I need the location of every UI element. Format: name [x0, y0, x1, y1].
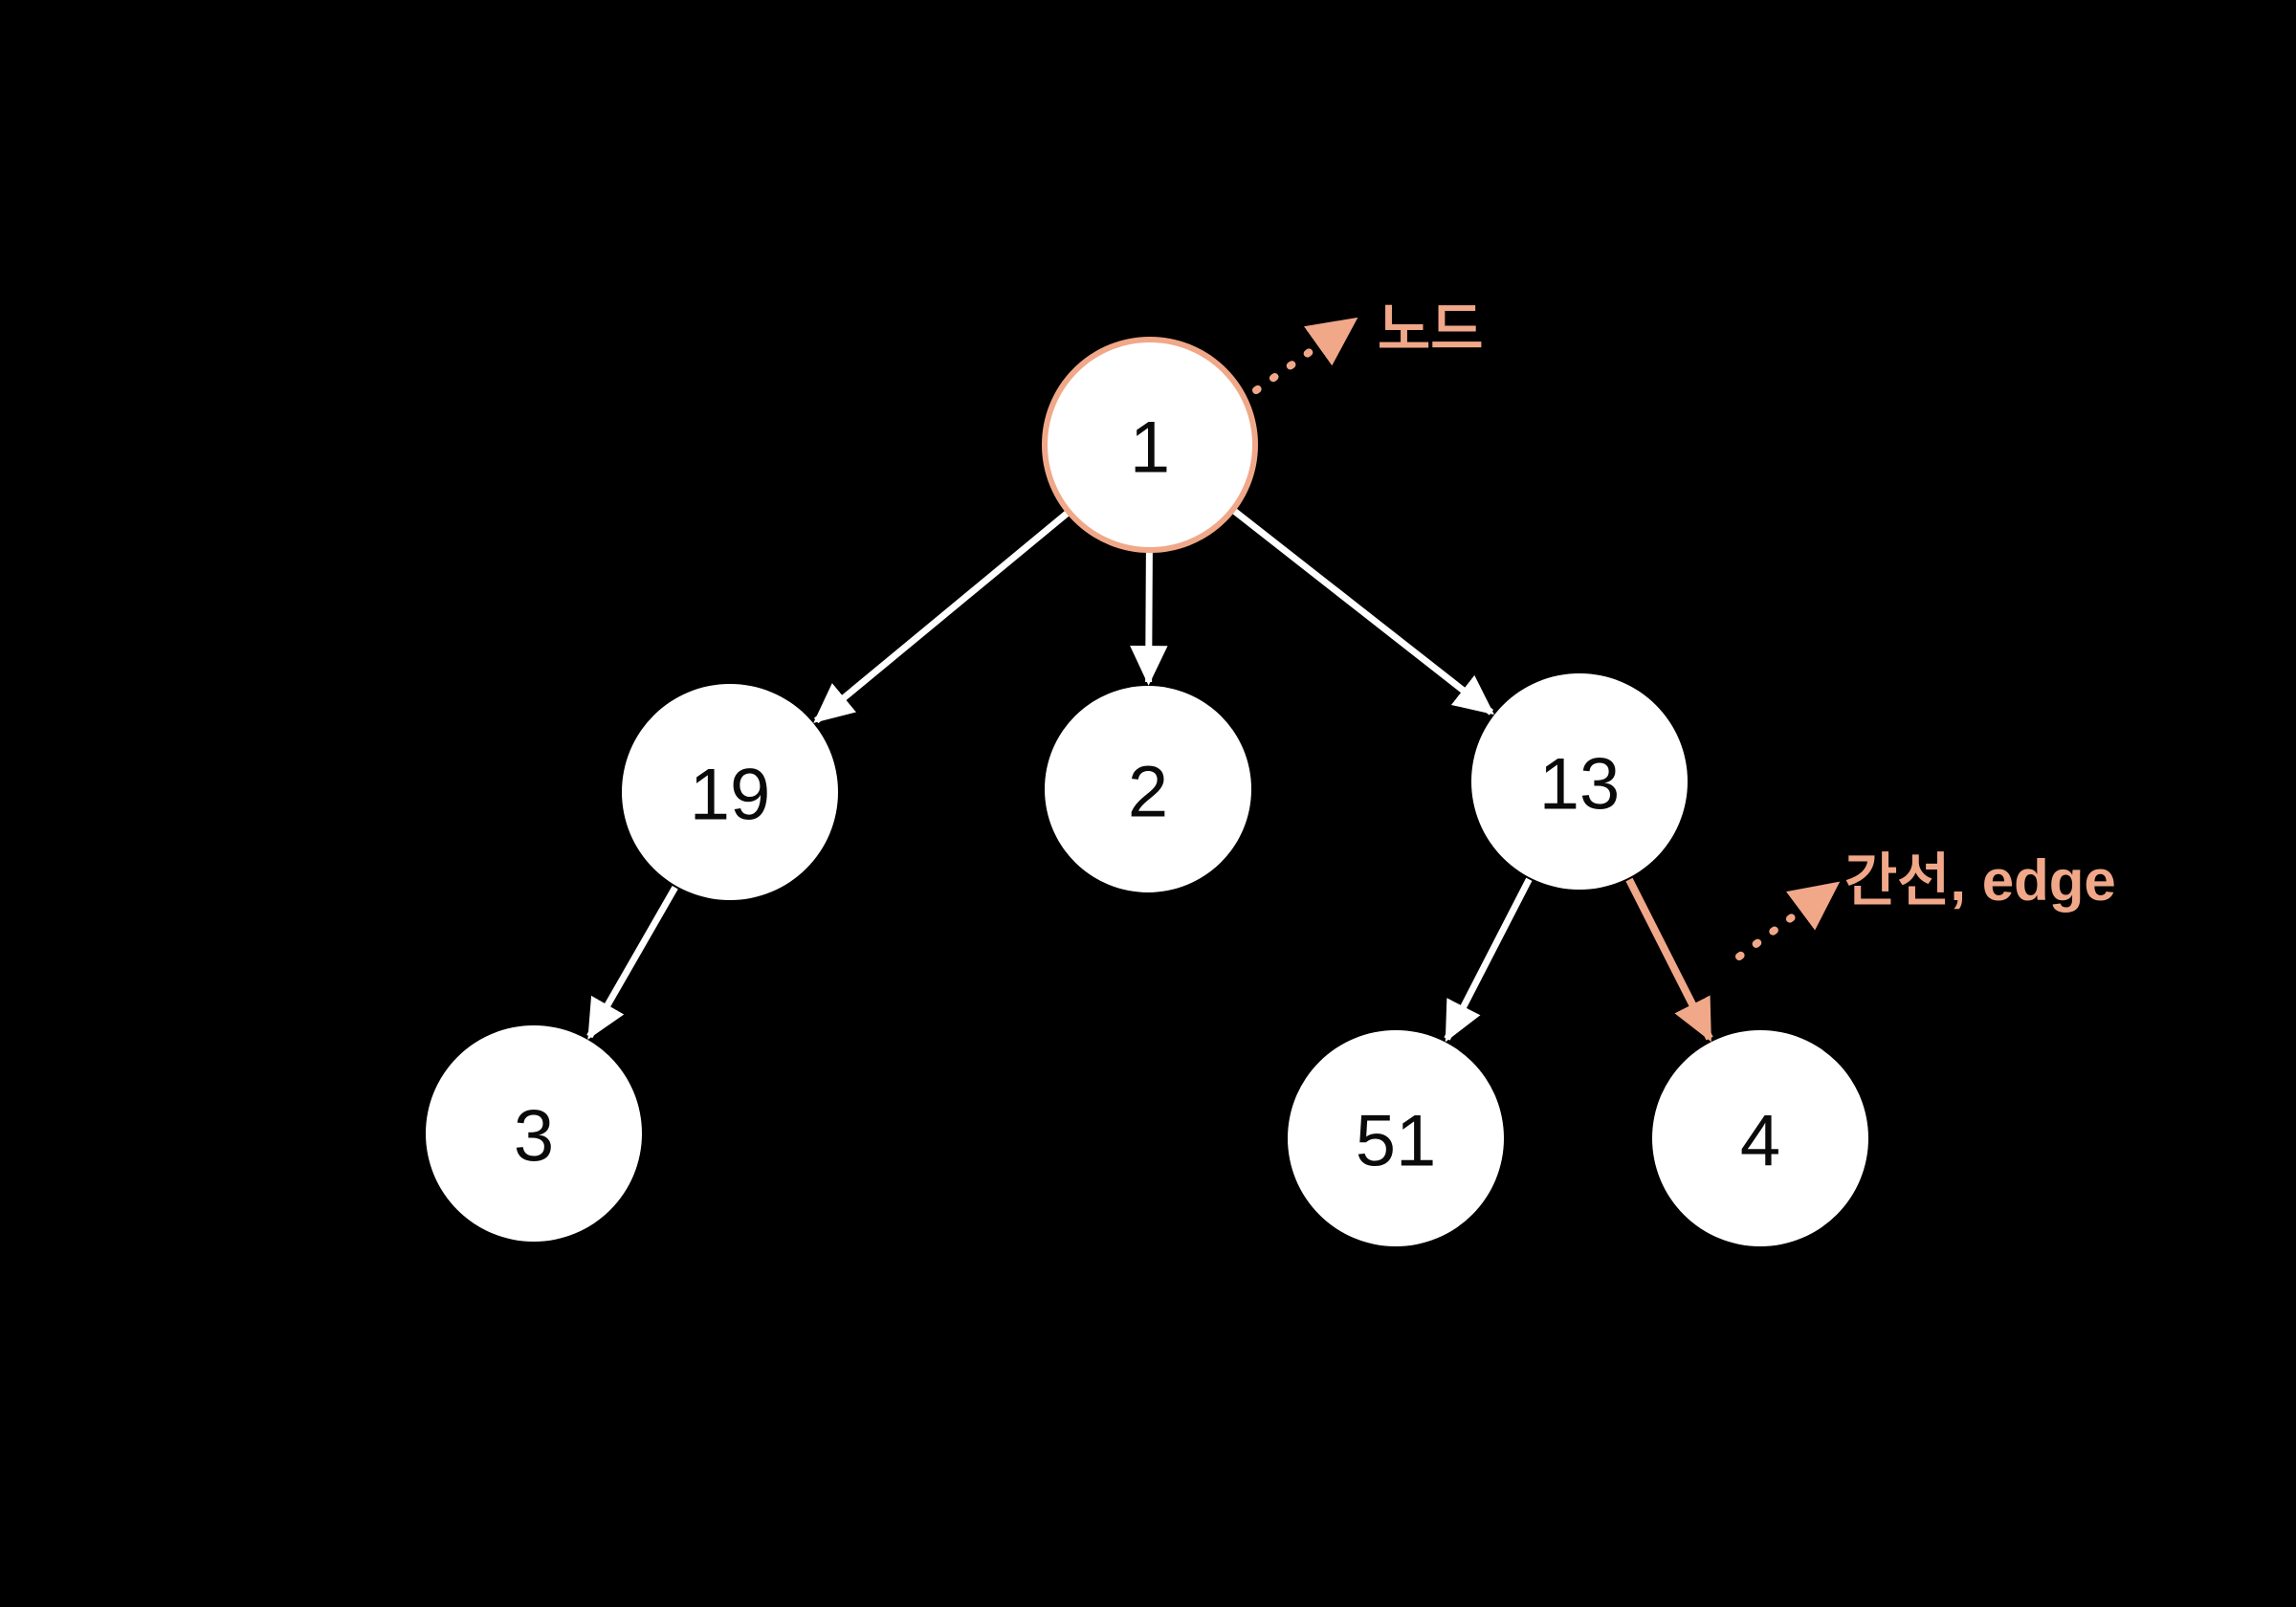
annotation-label-node: 노드 [1378, 297, 1484, 362]
tree-edge [1625, 877, 1713, 1043]
tree-edge [1444, 877, 1533, 1043]
annotation-label-edge: 간선, edge [1844, 848, 2116, 913]
node-circle [1045, 686, 1251, 892]
tree-node[interactable]: 3 [426, 1025, 642, 1242]
tree-edge [1231, 508, 1494, 715]
node-circle [1652, 1030, 1868, 1246]
node-label: 13 [1539, 744, 1621, 826]
tree-node[interactable]: 51 [1288, 1030, 1504, 1246]
node-circle [1042, 337, 1258, 553]
node-label: 2 [1128, 752, 1168, 833]
node-label: 19 [690, 755, 771, 836]
edges-layer [586, 508, 1713, 1043]
node-circle [622, 684, 838, 900]
node-circle [1288, 1030, 1504, 1246]
node-circle [426, 1025, 642, 1242]
tree-node[interactable]: 19 [622, 684, 838, 900]
tree-edge [813, 510, 1070, 724]
annotation-pointer-node [1252, 317, 1358, 394]
tree-edge [1130, 551, 1168, 686]
tree-node[interactable]: 4 [1652, 1030, 1868, 1246]
tree-node[interactable]: 2 [1045, 686, 1251, 892]
tree-node[interactable]: 1 [1042, 337, 1258, 553]
annotation-pointers-layer [1252, 317, 1841, 960]
node-label: 1 [1130, 407, 1170, 489]
tree-edge [586, 885, 678, 1040]
node-label: 3 [514, 1096, 554, 1178]
node-label: 4 [1740, 1101, 1780, 1182]
node-circle [1471, 673, 1688, 890]
tree-node[interactable]: 13 [1471, 673, 1688, 890]
annotation-pointer-edge [1735, 881, 1841, 960]
node-label: 51 [1356, 1101, 1437, 1182]
nodes-layer: 1 19 2 13 3 51 4 [426, 337, 1868, 1246]
